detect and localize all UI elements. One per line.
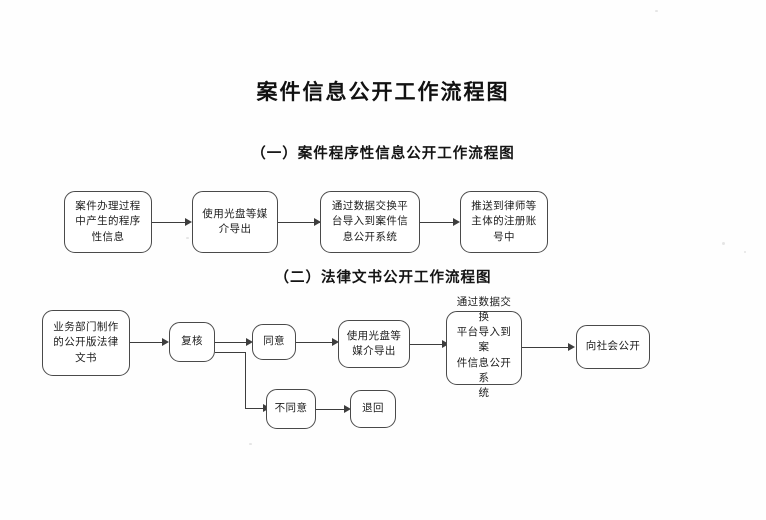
node-case-procedural-info[interactable]: 案件办理过程 中产生的程序 性信息	[64, 191, 152, 253]
arrowhead-icon	[185, 217, 192, 226]
edge-s2-n4-to-s2-n5	[410, 344, 446, 345]
edge-s2-n2-branch-vertical	[245, 352, 246, 408]
edge-s1-n1-to-s1-n2	[152, 222, 189, 223]
node-public-legal-document[interactable]: 业务部门制作 的公开版法律 文书	[42, 310, 130, 376]
page-title: 案件信息公开工作流程图	[256, 79, 510, 104]
node-label: 案件办理过程 中产生的程序 性信息	[75, 200, 141, 243]
edge-s2-n5-to-s2-n6	[522, 347, 572, 348]
scan-speck	[249, 443, 252, 445]
node-import-to-disclosure-system-1[interactable]: 通过数据交换平 台导入到案件信 息公开系统	[320, 191, 420, 253]
node-export-via-disc-2[interactable]: 使用光盘等 媒介导出	[338, 320, 410, 368]
node-label: 使用光盘等 媒介导出	[346, 329, 402, 357]
section-two-subtitle: （二）法律文书公开工作流程图	[274, 269, 492, 286]
arrowhead-icon	[314, 217, 321, 226]
node-reject[interactable]: 不同意	[266, 389, 316, 429]
node-label: 通过数据交换平 台导入到案件信 息公开系统	[331, 200, 409, 243]
arrowhead-icon	[162, 337, 169, 346]
node-label: 使用光盘等媒 介导出	[202, 207, 268, 235]
scan-speck	[186, 237, 189, 239]
edge-s1-n3-to-s1-n4	[420, 222, 458, 223]
node-label: 同意	[263, 335, 285, 348]
section-one-subtitle: （一）案件程序性信息公开工作流程图	[251, 145, 515, 162]
arrowhead-icon	[568, 342, 575, 351]
edge-s2-n1-to-s2-n2	[130, 342, 166, 343]
node-export-via-disc-1[interactable]: 使用光盘等媒 介导出	[192, 191, 278, 253]
edge-s2-n7-to-s2-n8	[316, 409, 348, 410]
node-label: 退回	[362, 402, 384, 415]
scan-speck	[744, 251, 746, 253]
node-import-to-disclosure-system-2[interactable]: 通过数据交换 平台导入到案 件信息公开系 统	[446, 296, 522, 399]
node-label: 通过数据交换 平台导入到案 件信息公开系 统	[456, 295, 512, 400]
node-label: 业务部门制作 的公开版法律 文书	[53, 321, 119, 364]
node-push-to-lawyer-account[interactable]: 推送到律师等 主体的注册账 号中	[460, 191, 548, 253]
arrowhead-icon	[344, 404, 351, 413]
node-return[interactable]: 退回	[350, 390, 396, 428]
node-review[interactable]: 复核	[169, 322, 215, 362]
edge-s2-n2-to-s2-n7	[245, 408, 267, 409]
arrowhead-icon	[332, 337, 339, 346]
arrowhead-icon	[246, 337, 253, 346]
node-label: 复核	[181, 335, 203, 348]
node-label: 向社会公开	[585, 340, 641, 353]
node-disclose-to-public[interactable]: 向社会公开	[576, 325, 650, 369]
node-label: 不同意	[274, 402, 308, 415]
edge-s2-n2-branch-stub	[215, 352, 245, 353]
edge-s1-n2-to-s1-n3	[278, 222, 320, 223]
node-label: 推送到律师等 主体的注册账 号中	[471, 200, 537, 243]
scan-speck	[655, 10, 658, 12]
arrowhead-icon	[453, 217, 460, 226]
scan-speck	[722, 242, 725, 245]
arrowhead-icon	[442, 339, 449, 348]
node-approve[interactable]: 同意	[252, 324, 296, 360]
edge-s2-n2-to-s2-n3	[215, 342, 250, 343]
edge-s2-n3-to-s2-n4	[296, 342, 336, 343]
